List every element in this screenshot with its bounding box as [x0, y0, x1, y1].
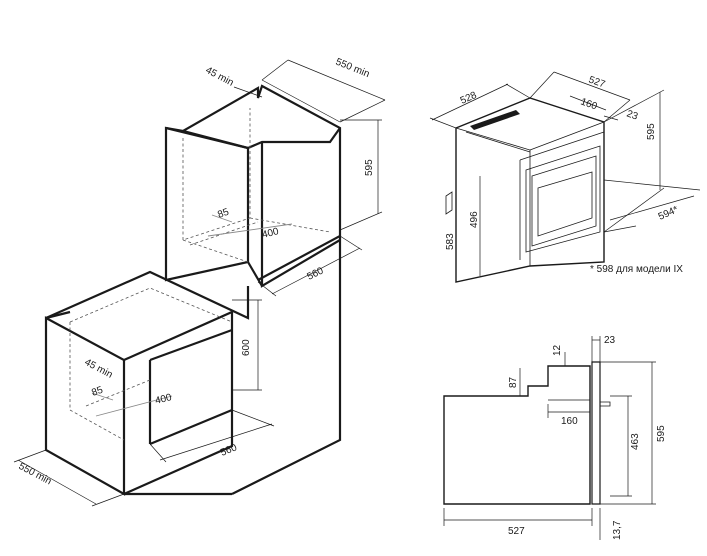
dim-lower-depth: 550 min — [17, 461, 54, 487]
dim-upper-inner-depth: 85 — [216, 207, 231, 221]
dim-side-step-height: 87 — [508, 376, 519, 388]
dim-oven-panel-depth: 160 — [579, 96, 599, 112]
dim-oven-inner-height: 496 — [469, 211, 480, 228]
oven-isometric — [445, 97, 605, 283]
oven-side-view — [443, 361, 611, 505]
dim-oven-body-height: 583 — [445, 233, 456, 250]
dim-side-body-height: 463 — [630, 433, 641, 450]
dim-oven-width: 527 — [587, 74, 607, 90]
dim-upper-inner-width: 400 — [261, 226, 280, 241]
dim-side-bottom-offset: 13,7 — [612, 520, 623, 540]
dim-lower-height: 600 — [241, 339, 252, 356]
dim-upper-depth: 550 min — [334, 57, 371, 81]
dim-oven-height: 595 — [646, 123, 657, 140]
dim-lower-inner-width: 400 — [154, 392, 173, 407]
niche-dimensions: 45 min 550 min 595 85 400 560 600 45 min… — [13, 57, 386, 507]
dim-lower-inner-depth: 85 — [90, 385, 105, 399]
dim-side-top-offset: 12 — [552, 344, 563, 356]
upper-niche — [164, 84, 342, 288]
dim-upper-height: 595 — [364, 159, 375, 176]
dim-oven-depth: 528 — [459, 90, 479, 107]
dim-oven-front-width: 594* — [657, 204, 680, 222]
lower-niche — [44, 236, 342, 496]
dim-side-depth: 527 — [508, 526, 525, 537]
dim-lower-width: 560 — [219, 442, 239, 459]
dim-side-height: 595 — [656, 425, 667, 442]
dim-lower-gap-back: 45 min — [83, 357, 115, 381]
oven-iso-dimensions: 528 527 160 23 595 594* 583 496 * 598 дл… — [429, 71, 701, 282]
dim-oven-panel-thickness: 23 — [625, 108, 640, 122]
dim-upper-gap-top: 45 min — [204, 65, 236, 89]
dim-upper-width: 560 — [305, 265, 325, 282]
dim-side-step-depth: 160 — [561, 416, 578, 427]
dim-side-panel-thickness: 23 — [604, 335, 616, 346]
oven-side-dimensions: 12 23 87 160 463 595 527 13,7 — [443, 335, 667, 540]
footnote: * 598 для модели IX — [590, 264, 683, 275]
